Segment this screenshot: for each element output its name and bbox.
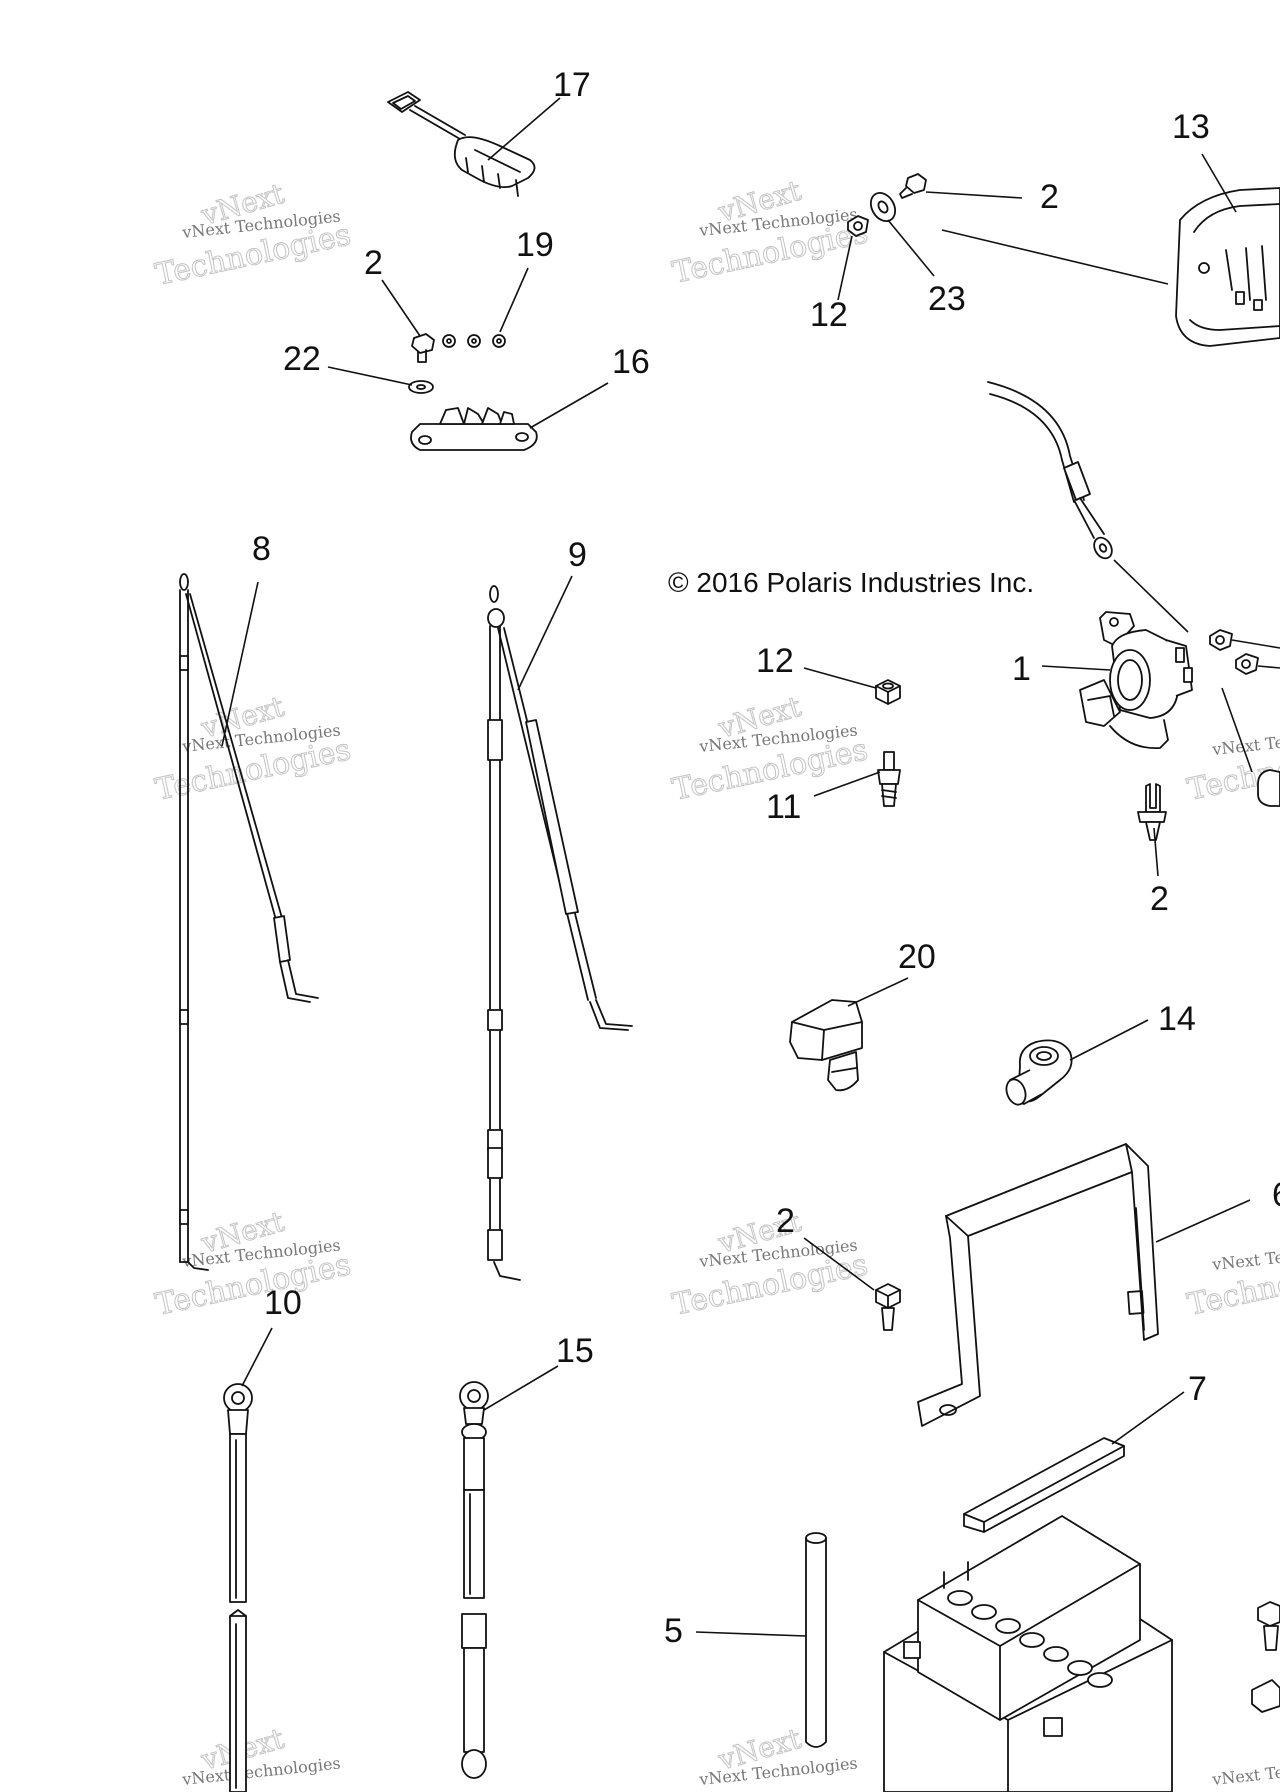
callout-15: 15	[556, 1332, 594, 1370]
watermark-top-middle: vNext Technologies vNext Technologies	[669, 173, 871, 291]
svg-text:vNext Technologies: vNext Technologies	[1210, 1238, 1280, 1274]
leader-10	[241, 1327, 273, 1387]
part-2-bolt-a	[411, 333, 435, 363]
callout-7: 7	[1188, 1370, 1207, 1408]
leader-22	[327, 366, 413, 386]
part-2-bolt-b	[899, 173, 927, 199]
callout-6: 6	[1272, 1176, 1280, 1214]
part-14-boot	[1005, 1039, 1073, 1106]
svg-text:vNext Technologies: vNext Technologies	[1210, 1753, 1280, 1789]
leader-23	[887, 219, 935, 277]
leader-5	[695, 1631, 807, 1637]
part-1-solenoid	[1079, 611, 1193, 749]
watermark-bottom-middle: vNext Technologies vNext	[697, 1721, 858, 1789]
leader-2a	[381, 279, 421, 337]
leader-2d	[803, 1237, 875, 1291]
leader-13	[1201, 153, 1237, 213]
callout-8: 8	[252, 530, 271, 568]
callout-20: 20	[898, 938, 936, 976]
callout-17: 17	[553, 66, 591, 104]
leader-16	[529, 382, 609, 429]
part-2-bolt-d	[875, 1283, 901, 1331]
callout-14: 14	[1158, 1000, 1196, 1038]
part-13-cover	[1175, 187, 1280, 347]
part-22-washer	[408, 380, 434, 394]
leader-14	[1069, 1019, 1149, 1061]
callout-12a: 12	[810, 296, 848, 334]
watermark-bottom-left: vNext Technologies vNext	[180, 1721, 341, 1789]
callout-9: 9	[568, 536, 587, 574]
callout-5: 5	[664, 1612, 683, 1650]
callout-2a: 2	[364, 244, 383, 282]
part-10-cable	[223, 1383, 253, 1792]
part-8-cable	[179, 573, 319, 1271]
leader-20	[847, 977, 909, 1007]
callout-13: 13	[1172, 108, 1210, 146]
callout-22: 22	[283, 340, 321, 378]
leader-2b	[925, 191, 1023, 199]
watermark-mid-left: vNext Technologies vNext Technologies	[152, 689, 354, 808]
part-nut-right-upper	[1209, 629, 1280, 651]
part-7-pad	[963, 1437, 1125, 1533]
part-2-bolt-c	[1137, 783, 1167, 841]
leader-11	[813, 771, 881, 797]
leader-17	[487, 97, 561, 161]
part-19-nuts	[442, 334, 506, 348]
watermark-lower-middle: vNext Technologies vNext Technologies	[669, 1204, 871, 1323]
callout-19: 19	[516, 226, 554, 264]
leader-12b	[803, 667, 877, 689]
leader-6	[1155, 1199, 1251, 1243]
part-12-nut-b	[875, 679, 901, 705]
part-16-terminal-block	[410, 407, 538, 451]
leader-cable-to-1	[1113, 559, 1189, 633]
battery	[883, 1515, 1173, 1792]
part-bolt-right-bottom	[1251, 1601, 1280, 1713]
watermark-top-left: vNext Technologies vNext Technologies	[152, 176, 354, 293]
part-12-nut-a	[847, 215, 869, 237]
callout-2d: 2	[776, 1202, 795, 1240]
leader-19	[499, 267, 529, 333]
starter-cable	[987, 381, 1113, 560]
callout-16: 16	[612, 343, 650, 381]
part-11-bolt	[877, 751, 901, 807]
part-15-cable	[459, 1381, 489, 1779]
callout-2b: 2	[1040, 178, 1059, 216]
part-terminal-right-edge	[1257, 769, 1280, 807]
callout-23: 23	[928, 280, 966, 318]
leader-8	[221, 581, 259, 747]
leader-to-13	[941, 229, 1169, 285]
watermark-bottom-right: vNext Technologies	[1210, 1753, 1280, 1789]
leader-9	[517, 575, 573, 691]
callout-11: 11	[766, 788, 801, 826]
part-6-bracket	[917, 1143, 1159, 1427]
callout-1: 1	[1012, 650, 1031, 688]
watermark-lower-right: vNext Technologies Technologies	[1184, 1238, 1280, 1323]
callout-10: 10	[264, 1284, 302, 1322]
leader-2c	[1153, 827, 1159, 877]
part-20-boot	[789, 999, 863, 1092]
leader-1	[1041, 665, 1111, 671]
part-5-tube	[805, 1532, 827, 1748]
part-9-cable	[487, 585, 633, 1281]
leader-15	[483, 1365, 559, 1411]
leader-12a	[837, 235, 853, 301]
leader-7	[1111, 1391, 1185, 1445]
part-23-washer	[869, 191, 897, 223]
copyright-notice: © 2016 Polaris Industries Inc.	[668, 567, 1034, 598]
part-nut-right-lower	[1235, 653, 1280, 675]
part-17-cap	[387, 91, 536, 197]
leader-right-edge	[1221, 687, 1253, 773]
callout-12b: 12	[756, 642, 794, 680]
callout-2c: 2	[1150, 880, 1169, 918]
